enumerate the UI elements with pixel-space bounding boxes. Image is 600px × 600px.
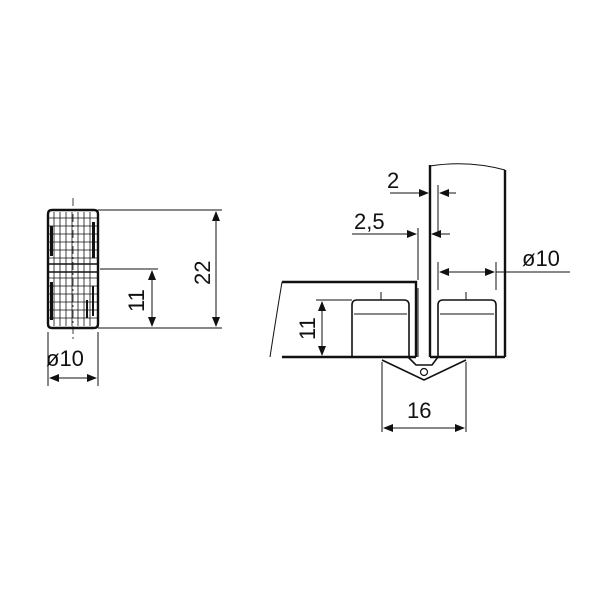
- corner-joint-view: 16 11 2 2,5 ø10: [269, 163, 570, 432]
- bore-vertical: [437, 299, 497, 357]
- connector-pin: [419, 367, 429, 377]
- v-connector: [381, 359, 467, 381]
- dim-label-2-5: 2,5: [354, 209, 385, 234]
- dim-label-22: 22: [190, 261, 215, 285]
- dim-label-d10-bore: ø10: [522, 246, 560, 271]
- dim-label-11-bore: 11: [295, 317, 320, 340]
- bore-horizontal: [351, 299, 410, 357]
- plug-outline: [46, 208, 100, 330]
- dim-label-16: 16: [407, 398, 431, 423]
- dim-label-11-plug: 11: [124, 289, 149, 312]
- dowel-plug-view: 22 11 ø10: [46, 198, 222, 386]
- dim-label-d10-plug: ø10: [46, 346, 84, 371]
- vertical-panel: [428, 165, 507, 357]
- dim-label-2: 2: [387, 168, 399, 193]
